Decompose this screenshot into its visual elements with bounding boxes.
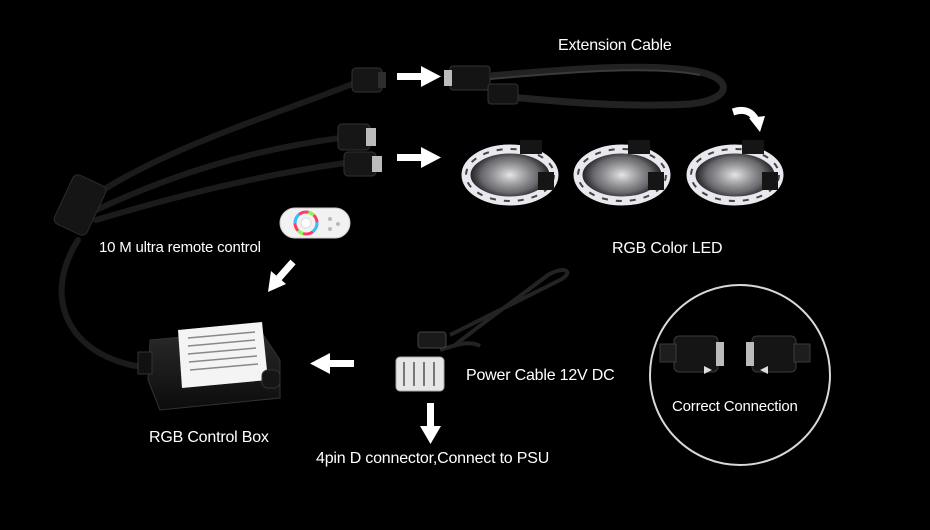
arrow-to-psu xyxy=(420,403,441,444)
splitter-junction xyxy=(53,174,107,236)
label-psu-connector: 4pin D connector,Connect to PSU xyxy=(316,450,550,467)
led-strip-1 xyxy=(461,140,559,206)
arrow-to-control-box xyxy=(310,353,354,374)
arrow-remote-to-box xyxy=(268,259,296,292)
connector-head-led-2 xyxy=(343,151,382,177)
label-rgb-control-box: RGB Control Box xyxy=(149,429,269,446)
label-remote-control: 10 M ultra remote control xyxy=(99,239,261,256)
arrow-curved-to-leds xyxy=(731,106,765,132)
led-strip-2 xyxy=(573,140,671,206)
label-power-cable: Power Cable 12V DC xyxy=(466,367,615,384)
connector-head-extension xyxy=(351,67,386,93)
correct-connection-inset xyxy=(649,284,831,466)
rgb-control-box xyxy=(137,322,281,411)
remote-control xyxy=(279,207,351,239)
connector-head-led-1 xyxy=(337,123,376,151)
label-rgb-color-led: RGB Color LED xyxy=(612,240,723,257)
arrow-to-led xyxy=(397,147,441,168)
splitter-cable xyxy=(58,80,358,371)
led-strip-3 xyxy=(686,140,784,206)
power-cable xyxy=(395,268,570,392)
arrow-to-extension xyxy=(397,66,441,87)
label-extension-cable: Extension Cable xyxy=(558,37,672,54)
label-correct-connection: Correct Connection xyxy=(672,398,798,415)
extension-cable xyxy=(444,63,727,109)
